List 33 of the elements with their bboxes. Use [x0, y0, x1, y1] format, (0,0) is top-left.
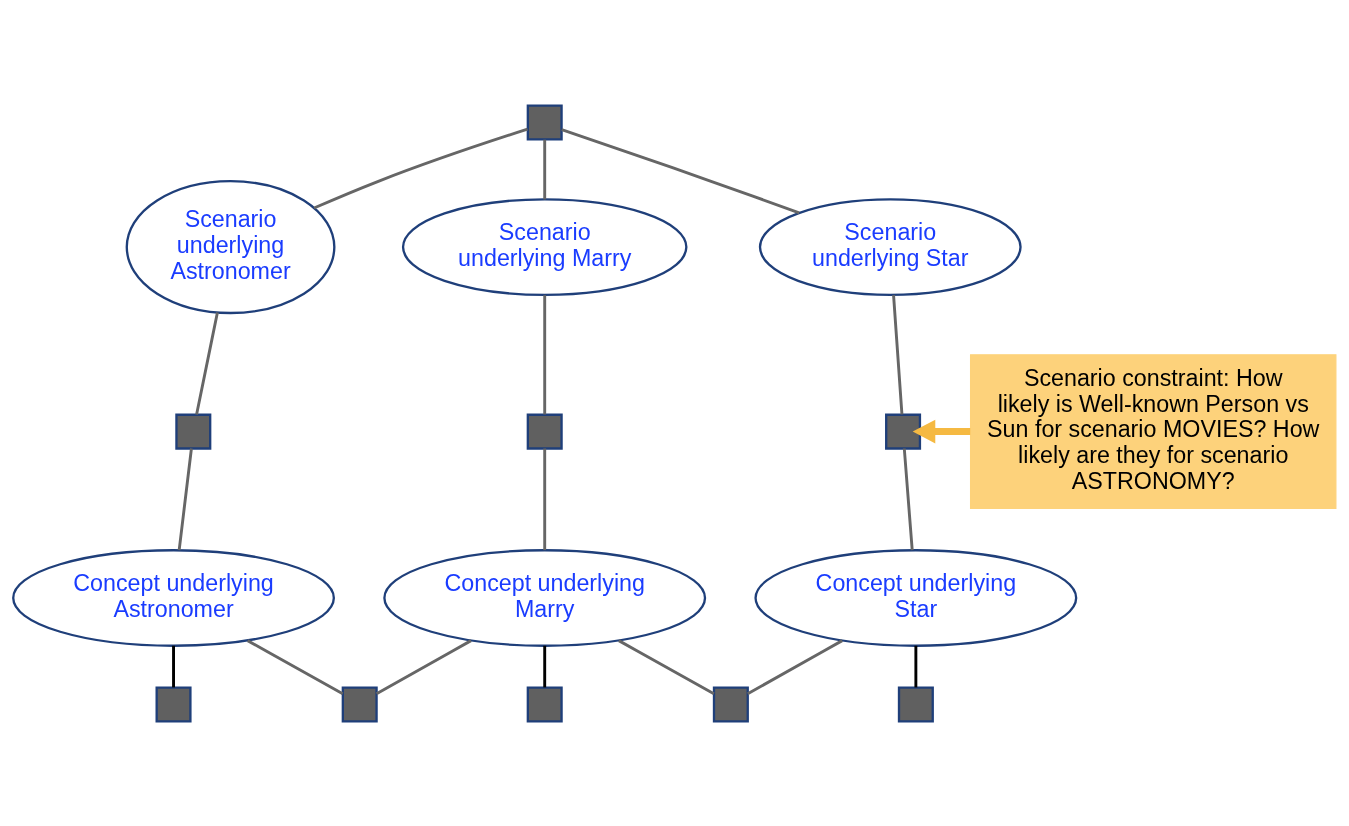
node-ellipse: Scenario underlying Marry: [401, 197, 688, 296]
node-box: [526, 104, 563, 141]
node-box: [526, 413, 563, 450]
node-ellipse: Concept underlying Astronomer: [12, 548, 335, 647]
node-ellipse: Concept underlying Marry: [383, 548, 707, 647]
connector: [313, 127, 528, 209]
connector: [172, 645, 175, 687]
connector: [246, 638, 344, 695]
connector: [561, 127, 800, 214]
connector: [543, 448, 547, 550]
node-box: [175, 413, 212, 450]
connector: [375, 638, 472, 695]
node-ellipse: Scenario underlying Astronomer: [125, 179, 336, 314]
connector: [543, 294, 547, 414]
node-box: [885, 413, 922, 450]
node-box: [712, 685, 749, 722]
node-box: [897, 685, 934, 722]
node-ellipse: Concept underlying Star: [754, 548, 1078, 647]
connector: [892, 294, 904, 415]
node-box: [341, 685, 378, 722]
connector: [902, 447, 914, 550]
node-box: [526, 685, 563, 722]
connector: [543, 645, 547, 687]
connector: [177, 447, 193, 550]
connector: [195, 311, 219, 415]
node-box: [155, 685, 192, 722]
connector: [618, 638, 715, 695]
connector: [543, 139, 547, 199]
arrow: [912, 419, 971, 443]
node-box: Scenario constraint: How likely is Well-known Person vs Sun for scenario MOVIES? How likely are they for scenario ASTRONOMY?: [969, 353, 1337, 509]
connector: [914, 645, 918, 687]
node-ellipse: Scenario underlying Star: [758, 197, 1022, 296]
connector: [747, 638, 843, 695]
